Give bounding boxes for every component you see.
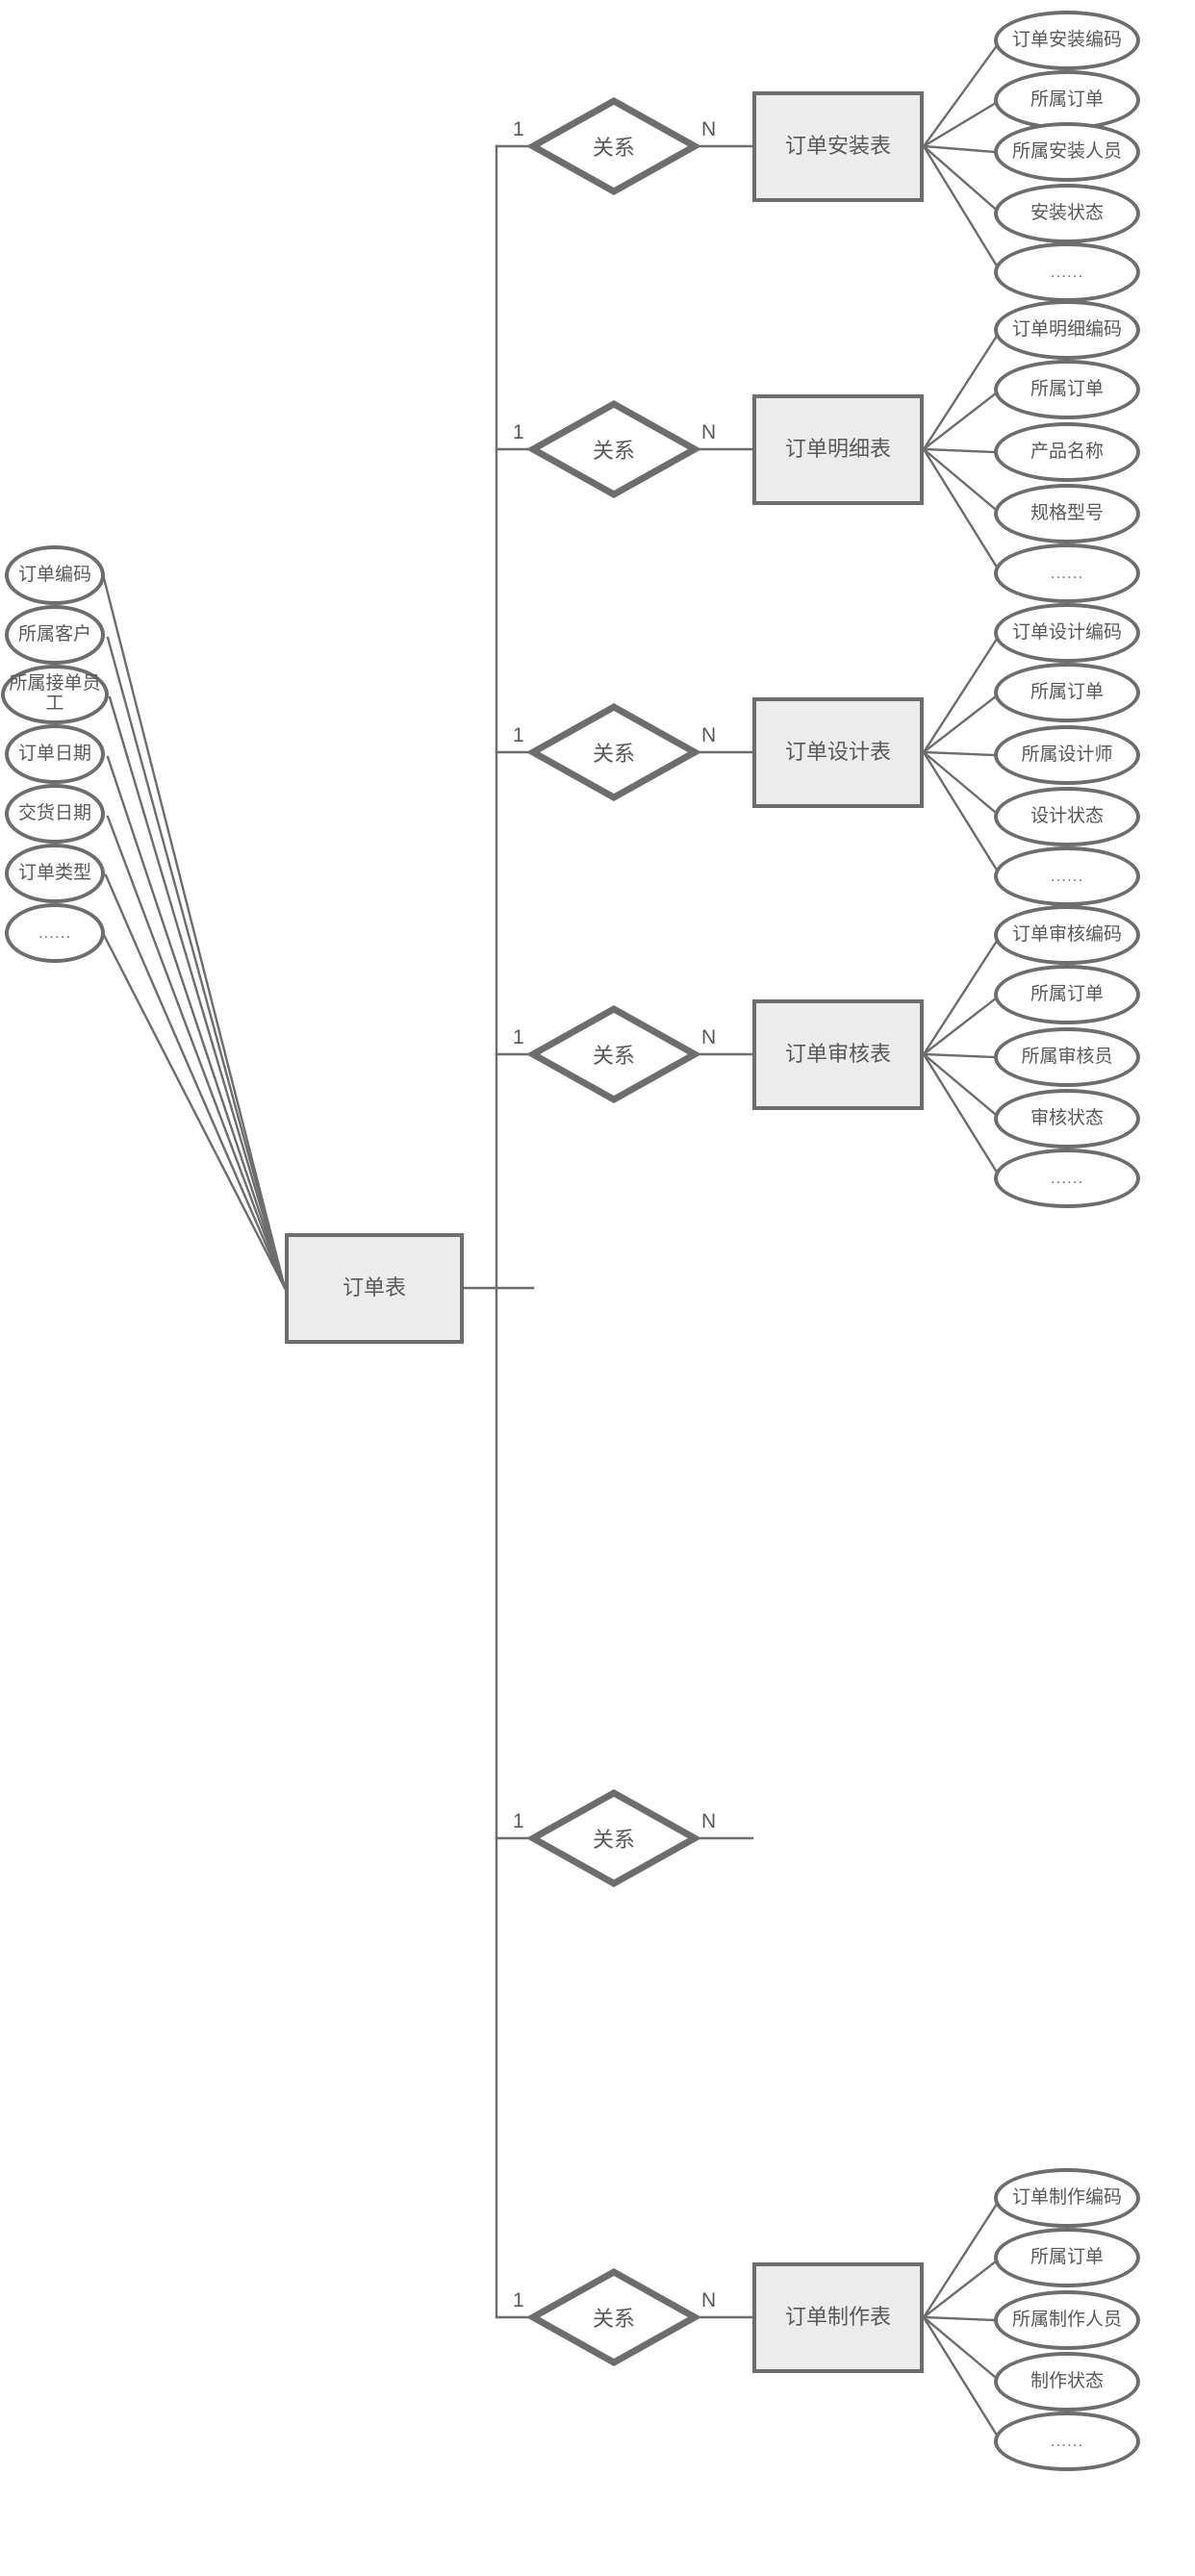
attribute-spec-model[interactable]: 规格型号 xyxy=(994,484,1140,543)
attribute-audit-code[interactable]: 订单审核编码 xyxy=(994,905,1140,965)
cardinality-left-2: 1 xyxy=(513,421,524,443)
attribute-design-order[interactable]: 所属订单 xyxy=(994,663,1140,722)
cardinality-left-6: 1 xyxy=(513,2289,524,2311)
attribute-production-order[interactable]: 所属订单 xyxy=(994,2228,1140,2287)
cardinality-left-4: 1 xyxy=(513,1026,524,1048)
attribute-order-code[interactable]: 订单编码 xyxy=(5,545,105,605)
attribute-install-code[interactable]: 订单安装编码 xyxy=(994,11,1140,70)
attribute-order-date[interactable]: 订单日期 xyxy=(5,724,105,784)
cardinality-left-1: 1 xyxy=(513,118,524,140)
attribute-install-more[interactable]: ...... xyxy=(994,242,1140,302)
entity-order-detail-table[interactable]: 订单明细表 xyxy=(752,394,924,505)
cardinality-right-1: N xyxy=(701,118,717,140)
attribute-order-receiver[interactable]: 所属接单员工 xyxy=(1,665,109,724)
attribute-production-more[interactable]: ...... xyxy=(994,2412,1140,2471)
attribute-production-code[interactable]: 订单制作编码 xyxy=(994,2168,1140,2228)
attribute-designer[interactable]: 所属设计师 xyxy=(994,725,1140,785)
attribute-design-status[interactable]: 设计状态 xyxy=(994,787,1140,846)
attribute-product-name[interactable]: 产品名称 xyxy=(994,422,1140,482)
cardinality-right-3: N xyxy=(701,724,717,746)
relationship-6[interactable]: 关系 xyxy=(592,2307,635,2331)
relationship-2[interactable]: 关系 xyxy=(592,439,635,463)
attribute-design-more[interactable]: ...... xyxy=(994,846,1140,906)
cardinality-left-5: 1 xyxy=(513,1810,524,1832)
attribute-auditor[interactable]: 所属审核员 xyxy=(994,1027,1140,1087)
entity-order-install-table[interactable]: 订单安装表 xyxy=(752,91,924,202)
entity-order-table[interactable]: 订单表 xyxy=(285,1233,464,1344)
cardinality-right-4: N xyxy=(701,1026,717,1048)
cardinality-right-5: N xyxy=(701,1810,717,1832)
attribute-audit-status[interactable]: 审核状态 xyxy=(994,1089,1140,1149)
attribute-production-status[interactable]: 制作状态 xyxy=(994,2352,1140,2412)
relationship-5[interactable]: 关系 xyxy=(592,1828,635,1852)
relationship-3[interactable]: 关系 xyxy=(592,742,635,766)
attribute-audit-order[interactable]: 所属订单 xyxy=(994,965,1140,1024)
attribute-order-type[interactable]: 订单类型 xyxy=(5,844,105,903)
entity-order-audit-table[interactable]: 订单审核表 xyxy=(752,999,924,1110)
attribute-order-customer[interactable]: 所属客户 xyxy=(5,605,105,665)
cardinality-left-3: 1 xyxy=(513,724,524,746)
relationship-4[interactable]: 关系 xyxy=(592,1044,635,1068)
attribute-production-staff[interactable]: 所属制作人员 xyxy=(994,2290,1140,2350)
cardinality-right-2: N xyxy=(701,421,717,443)
attribute-install-order[interactable]: 所属订单 xyxy=(994,70,1140,130)
entity-order-design-table[interactable]: 订单设计表 xyxy=(752,697,924,808)
relationship-1[interactable]: 关系 xyxy=(592,136,635,160)
attribute-install-status[interactable]: 安装状态 xyxy=(994,184,1140,243)
attribute-detail-code[interactable]: 订单明细编码 xyxy=(994,300,1140,360)
entity-order-production-table[interactable]: 订单制作表 xyxy=(752,2262,924,2373)
attribute-install-staff[interactable]: 所属安装人员 xyxy=(994,122,1140,182)
attribute-order-more[interactable]: ...... xyxy=(5,903,105,963)
cardinality-right-6: N xyxy=(701,2289,717,2311)
attribute-detail-more[interactable]: ...... xyxy=(994,543,1140,603)
attribute-detail-order[interactable]: 所属订单 xyxy=(994,360,1140,419)
attribute-audit-more[interactable]: ...... xyxy=(994,1149,1140,1208)
attribute-delivery-date[interactable]: 交货日期 xyxy=(5,784,105,844)
attribute-design-code[interactable]: 订单设计编码 xyxy=(994,603,1140,663)
